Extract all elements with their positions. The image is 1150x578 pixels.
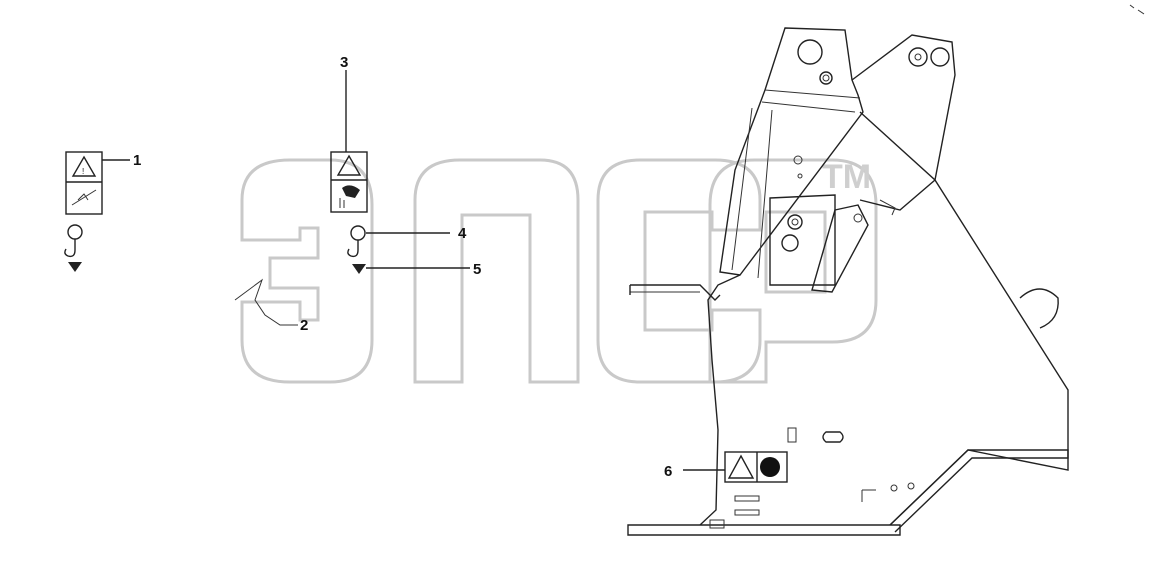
lifting-hook-icon (347, 225, 366, 258)
decal-3-group (330, 70, 470, 274)
warning-triangle-icon (727, 454, 755, 479)
lifting-hook-icon (64, 224, 83, 258)
callout-3: 3 (340, 54, 348, 71)
decal-1 (65, 151, 103, 215)
watermark-letter-r (708, 158, 878, 384)
rotating-part-hazard-icon (760, 457, 780, 477)
callout-1: 1 (133, 152, 141, 169)
tiedown-icon (68, 262, 82, 272)
decal-2-group (234, 278, 298, 326)
watermark-letter-e (240, 158, 374, 384)
decal-1-group: ! (64, 151, 130, 272)
watermark-letter-p (413, 158, 580, 384)
svg-text:!: ! (82, 167, 84, 176)
decal-2-leader (234, 278, 298, 326)
callout-4: 4 (458, 225, 467, 242)
watermark-trademark: TM (822, 158, 871, 196)
callout-6: 6 (664, 463, 672, 480)
tiedown-icon (352, 264, 366, 274)
watermark-letter-s (596, 158, 762, 384)
watermark-letter-r-bowl (764, 210, 827, 294)
decal-6-group (683, 451, 788, 483)
decal-3 (330, 151, 368, 213)
frame-assembly (627, 4, 1145, 536)
crush-hazard-icon (342, 185, 360, 198)
watermark-letters: TM (240, 158, 878, 384)
warning-triangle-icon (336, 154, 362, 176)
callout-2: 2 (300, 317, 308, 334)
hazard-pictogram-icon (71, 189, 97, 206)
decal-6 (724, 451, 788, 483)
warning-triangle-icon (71, 155, 97, 177)
callout-5: 5 (473, 261, 481, 278)
